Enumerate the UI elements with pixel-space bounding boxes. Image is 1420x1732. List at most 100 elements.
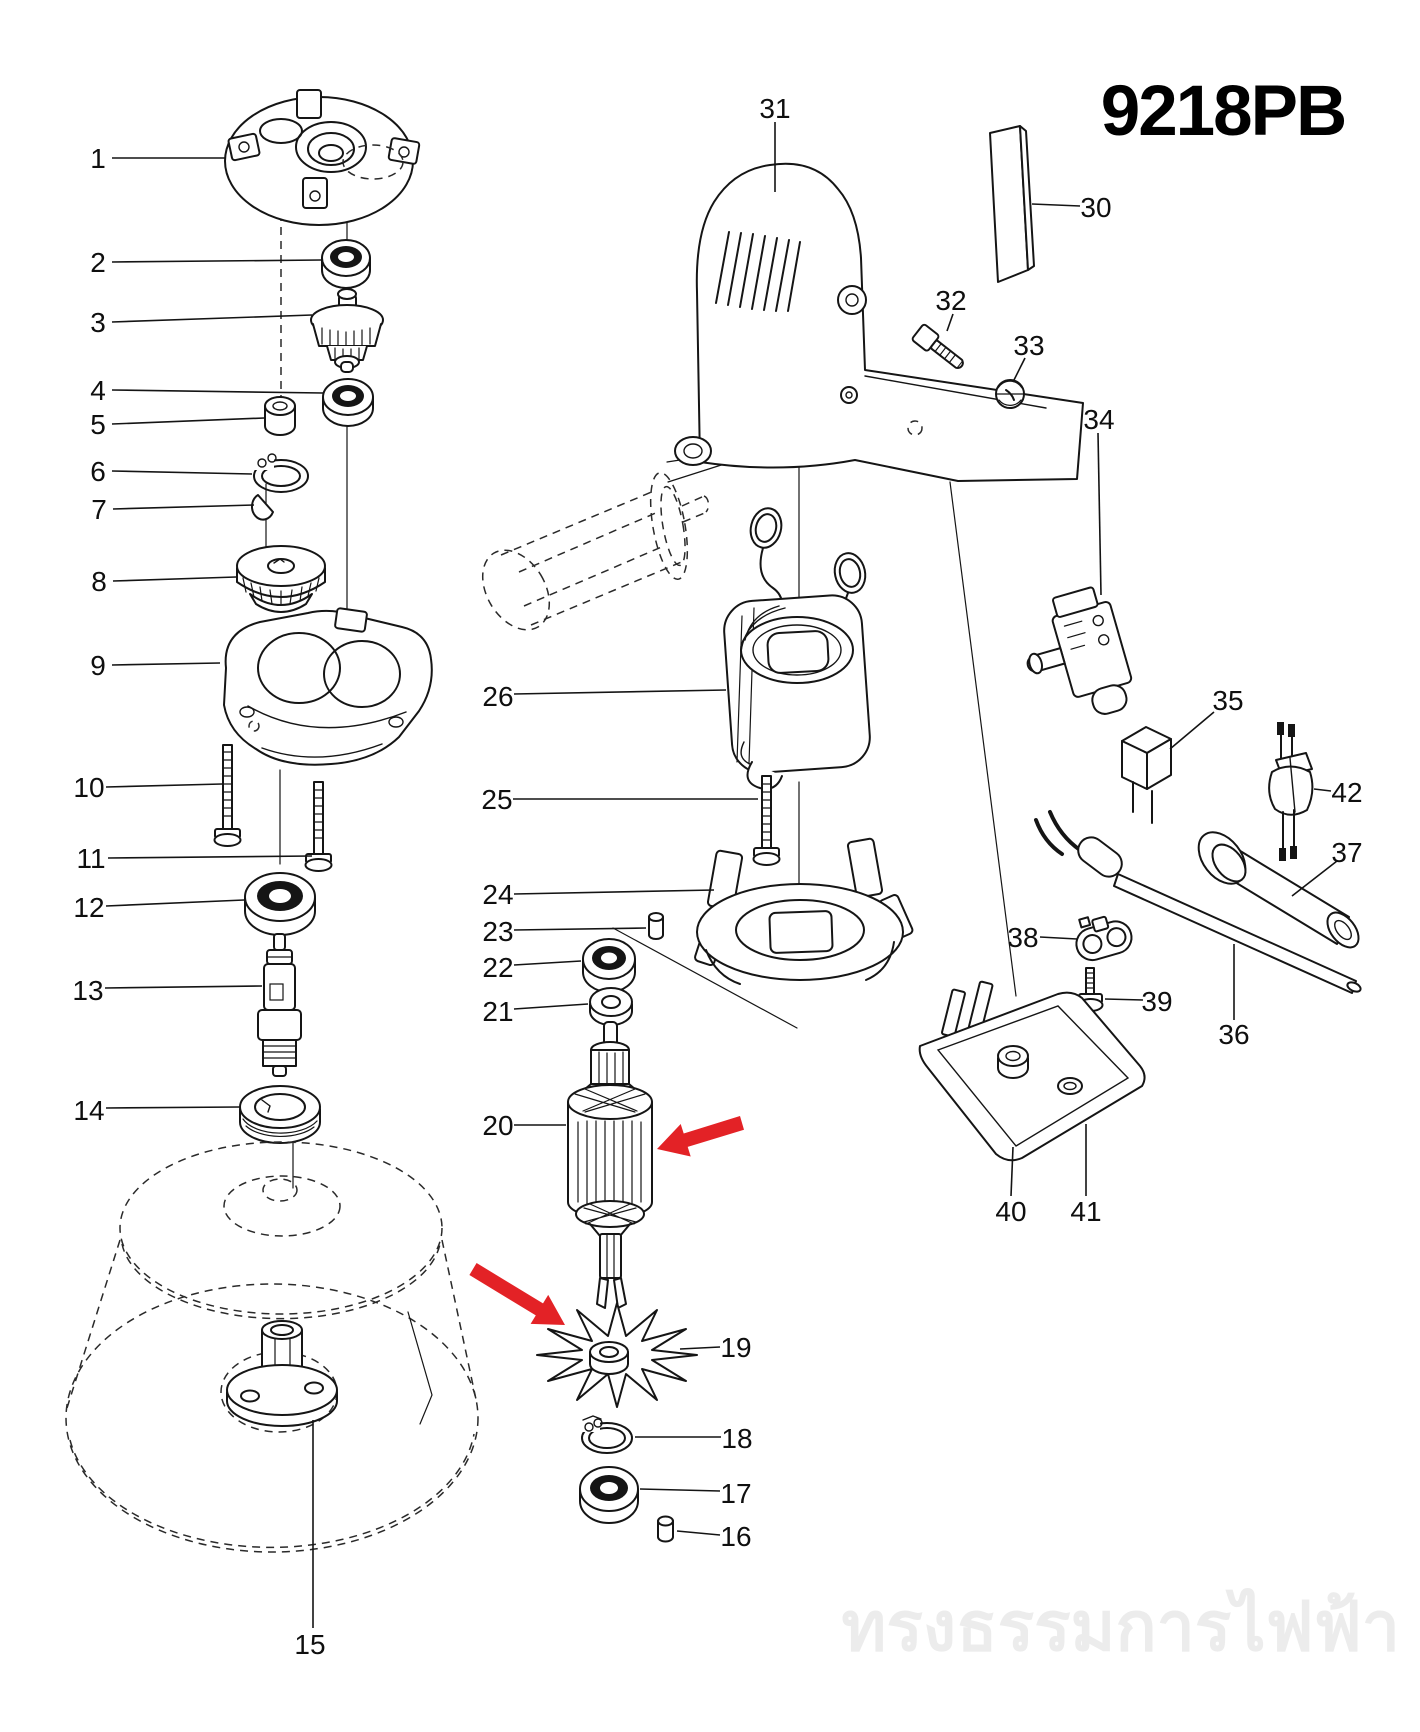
callout-leader-13 bbox=[104, 985, 263, 989]
callout-number-21: 21 bbox=[482, 996, 513, 1027]
callout-leader-38 bbox=[1039, 936, 1078, 940]
part-24-bearing-box-sketch bbox=[694, 837, 914, 985]
callout-leader-7 bbox=[112, 504, 255, 510]
callout-number-6: 6 bbox=[90, 456, 106, 487]
callout-number-9: 9 bbox=[90, 650, 106, 681]
part-20-armature-sketch bbox=[567, 1021, 653, 1309]
callout-leader-21 bbox=[513, 1003, 589, 1010]
part-6-snap-ring-sketch bbox=[253, 453, 309, 493]
part-36-cord-sketch bbox=[1034, 810, 1362, 994]
callout-number-5: 5 bbox=[90, 409, 106, 440]
part-callouts: 1234567891011121314151617181920212223242… bbox=[72, 93, 1362, 1660]
part-25-screw-sketch bbox=[752, 775, 781, 866]
callout-number-26: 26 bbox=[482, 681, 513, 712]
callout-number-30: 30 bbox=[1080, 192, 1111, 223]
callout-number-39: 39 bbox=[1141, 986, 1172, 1017]
callout-number-22: 22 bbox=[482, 952, 513, 983]
part-4-bearing-sketch bbox=[322, 378, 374, 427]
part-13-spindle-sketch bbox=[257, 933, 302, 1077]
part-8-gear-sketch bbox=[236, 545, 326, 613]
callout-leader-42 bbox=[1313, 788, 1332, 792]
callout-number-38: 38 bbox=[1007, 922, 1038, 953]
part-9-gear-housing-sketch bbox=[223, 607, 433, 766]
part-23-pin-sketch bbox=[648, 912, 664, 940]
model-number-title: 9218PB bbox=[1101, 72, 1346, 151]
side-handle-sketch bbox=[481, 471, 710, 631]
red-arrow-fan bbox=[469, 1263, 565, 1325]
part-22-bearing-sketch bbox=[582, 938, 636, 993]
callout-number-35: 35 bbox=[1212, 685, 1243, 716]
callout-number-1: 1 bbox=[90, 143, 106, 174]
callout-leader-12 bbox=[105, 899, 245, 907]
part-12-bearing-sketch bbox=[244, 872, 316, 936]
callout-leader-34 bbox=[1097, 432, 1102, 596]
part-10-screw-sketch bbox=[213, 744, 242, 847]
part-7-key-sketch bbox=[251, 494, 274, 521]
callout-number-23: 23 bbox=[482, 916, 513, 947]
callout-leader-14 bbox=[105, 1106, 241, 1109]
callout-number-12: 12 bbox=[73, 892, 104, 923]
part-1-flange-plate-sketch bbox=[224, 89, 421, 226]
callout-number-17: 17 bbox=[720, 1478, 751, 1509]
callout-leader-3 bbox=[111, 314, 313, 323]
callout-leader-26 bbox=[513, 689, 727, 695]
callout-leader-4 bbox=[111, 389, 324, 394]
callout-leader-23 bbox=[513, 927, 647, 931]
callout-number-13: 13 bbox=[72, 975, 103, 1006]
callout-leader-6 bbox=[111, 470, 253, 475]
callout-leader-37 bbox=[1291, 860, 1338, 897]
callout-number-20: 20 bbox=[482, 1110, 513, 1141]
part-33-brush-cap-sketch bbox=[995, 379, 1025, 409]
callout-number-4: 4 bbox=[90, 375, 106, 406]
callout-number-40: 40 bbox=[995, 1196, 1026, 1227]
part-3-gear-sketch bbox=[310, 288, 384, 373]
part-34-switch-sketch bbox=[1026, 586, 1133, 715]
callout-number-19: 19 bbox=[720, 1332, 751, 1363]
callout-leader-39 bbox=[1104, 998, 1144, 1001]
callout-leader-17 bbox=[639, 1488, 721, 1492]
part-35-capacitor-sketch bbox=[1121, 726, 1172, 824]
part-18-snap-ring-sketch bbox=[581, 1415, 633, 1454]
callout-number-3: 3 bbox=[90, 307, 106, 338]
part-38-cord-clamp-sketch bbox=[1075, 915, 1133, 962]
part-41-housing-cover-sketch bbox=[918, 980, 1146, 1162]
callout-leader-8 bbox=[112, 576, 237, 582]
callout-leader-9 bbox=[111, 662, 221, 666]
callout-number-16: 16 bbox=[720, 1521, 751, 1552]
part-19-fan-sketch bbox=[536, 1302, 698, 1408]
callout-number-10: 10 bbox=[73, 772, 104, 803]
callout-number-14: 14 bbox=[73, 1095, 104, 1126]
callout-number-31: 31 bbox=[759, 93, 790, 124]
part-15-pad-assembly-sketch bbox=[65, 1141, 479, 1553]
callout-number-24: 24 bbox=[482, 879, 513, 910]
callout-number-15: 15 bbox=[294, 1629, 325, 1660]
callout-leader-30 bbox=[1031, 203, 1081, 207]
callout-number-18: 18 bbox=[721, 1423, 752, 1454]
part-16-pin-sketch bbox=[657, 1515, 674, 1543]
part-11-screw-sketch bbox=[304, 781, 333, 872]
part-5-spacer-sketch bbox=[264, 396, 296, 436]
callout-number-36: 36 bbox=[1218, 1019, 1249, 1050]
highlight-arrows bbox=[469, 1116, 744, 1325]
callout-number-25: 25 bbox=[481, 784, 512, 815]
callout-leader-2 bbox=[111, 259, 322, 263]
callout-number-37: 37 bbox=[1331, 837, 1362, 868]
part-42-terminal-sketch bbox=[1268, 722, 1314, 861]
callout-number-41: 41 bbox=[1070, 1196, 1101, 1227]
part-17-bearing-sketch bbox=[579, 1466, 639, 1524]
callout-number-7: 7 bbox=[91, 494, 107, 525]
callout-number-33: 33 bbox=[1013, 330, 1044, 361]
callout-leader-16 bbox=[676, 1530, 721, 1536]
callout-number-42: 42 bbox=[1331, 777, 1362, 808]
callout-leader-40 bbox=[1010, 1146, 1014, 1197]
callout-leader-5 bbox=[111, 417, 265, 425]
part-31-motor-housing-sketch bbox=[674, 162, 1084, 482]
part-21-washer-sketch bbox=[589, 987, 633, 1026]
callout-number-34: 34 bbox=[1083, 404, 1114, 435]
callout-leader-24 bbox=[513, 889, 715, 895]
callout-number-2: 2 bbox=[90, 247, 106, 278]
part-26-stator-sketch bbox=[723, 594, 871, 790]
callout-leader-10 bbox=[105, 783, 223, 788]
part-2-bearing-sketch bbox=[321, 239, 371, 289]
